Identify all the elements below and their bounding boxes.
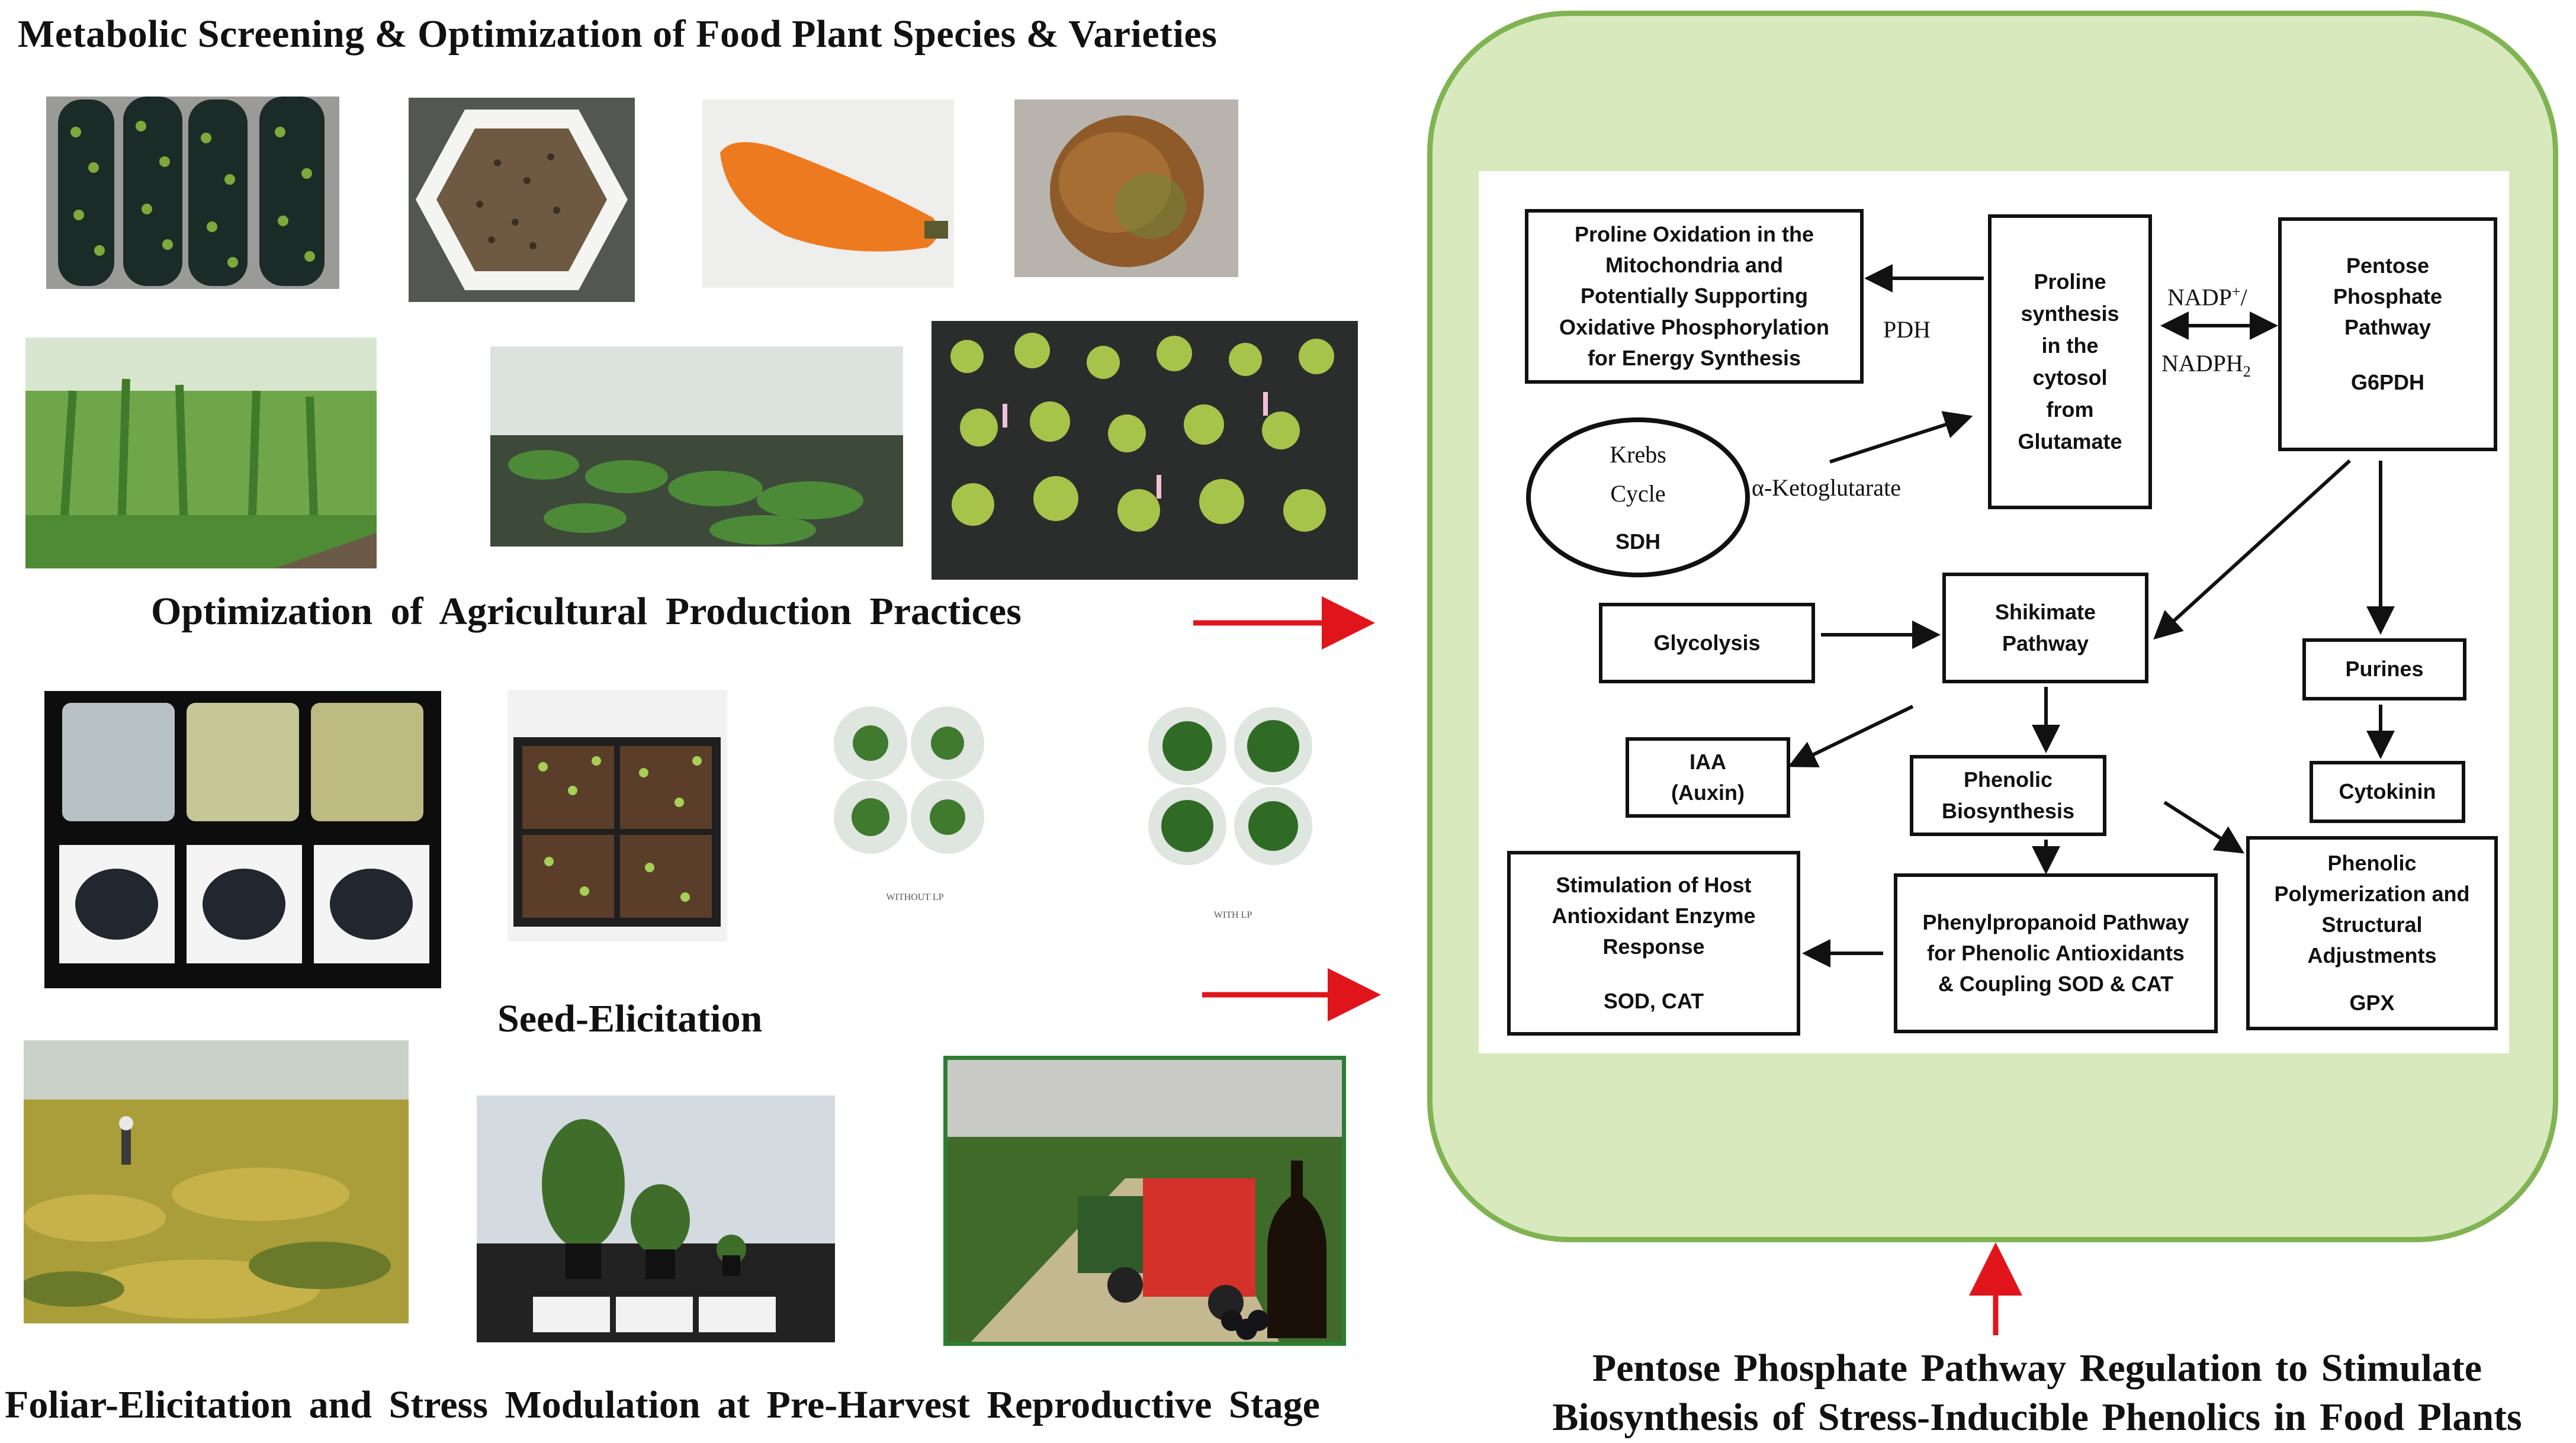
shikimate-line-2: Pathway	[2002, 631, 2089, 655]
nadp-label: NADP+/	[2167, 283, 2247, 311]
cytokinin-box: Cytokinin	[2310, 761, 2465, 823]
polymerization-line-4: Adjustments	[2307, 943, 2437, 968]
greenhouse-photo	[490, 346, 903, 547]
apple-photo	[1014, 99, 1238, 277]
alpha-ketoglutarate-label: α-Ketoglutarate	[1752, 474, 1901, 501]
polymerization-box: Phenolic Polymerization and Structural A…	[2246, 836, 2498, 1030]
polymerization-line-1: Phenolic	[2327, 850, 2417, 875]
iaa-line-2: (Auxin)	[1671, 780, 1745, 805]
krebs-line-1: Krebs	[1610, 441, 1666, 468]
proline-synthesis-box: Proline synthesis in the cytosol from Gl…	[1988, 214, 2152, 509]
iaa-line-1: IAA	[1690, 749, 1726, 774]
seedling-trays-photo	[508, 690, 727, 941]
phenolic-bio-line-2: Biosynthesis	[1941, 798, 2075, 823]
caption-line-2: Biosynthesis of Stress-Inducible Phenoli…	[1552, 1395, 2522, 1439]
stimulation-line-2: Antioxidant Enzyme	[1552, 903, 1756, 928]
vineyard-tractor-photo	[943, 1056, 1346, 1346]
shikimate-box: Shikimate Pathway	[1942, 573, 2148, 683]
proline-synthesis-line-3: in the	[2041, 333, 2099, 358]
field-spraying-photo	[24, 1040, 409, 1323]
seed-heading: Seed-Elicitation	[497, 997, 763, 1040]
glycolysis-box: Glycolysis	[1599, 603, 1815, 683]
foliar-heading: Foliar-Elicitation and Stress Modulation…	[5, 1383, 1320, 1426]
krebs-cycle-circle: Krebs Cycle SDH	[1526, 417, 1750, 577]
proline-synthesis-line-6: Glutamate	[2018, 429, 2122, 454]
with-lp-label: WITH LP	[1214, 910, 1252, 920]
proline-oxidation-line-2: Mitochondria and	[1605, 253, 1783, 278]
proline-synthesis-line-1: Proline	[2034, 269, 2106, 294]
caption-line-1: Pentose Phosphate Pathway Regulation to …	[1592, 1346, 2482, 1390]
glycolysis-label: Glycolysis	[1653, 630, 1761, 655]
corn-cobs-photo	[46, 97, 339, 289]
agri-heading: Optimization of Agricultural Production …	[151, 590, 1022, 633]
ppp-line-3: Pathway	[2344, 315, 2432, 340]
polymerization-line-2: Polymerization and	[2274, 881, 2470, 906]
panel-caption: Pentose Phosphate Pathway Regulation to …	[1504, 1344, 2570, 1442]
ppp-line-2: Phosphate	[2333, 284, 2443, 309]
nadph-label: NADPH2	[2161, 349, 2251, 381]
without-lp-label: WITHOUT LP	[886, 892, 943, 902]
nadp-text: NADP	[2167, 284, 2232, 311]
petri-plates-with-lp-photo: WITH LP	[1134, 702, 1332, 930]
purines-box: Purines	[2302, 638, 2466, 700]
phenolic-biosynthesis-box: Phenolic Biosynthesis	[1910, 755, 2106, 836]
sod-cat-label: SOD, CAT	[1603, 989, 1704, 1014]
potted-plants-greenhouse-photo	[477, 1095, 835, 1342]
phenolic-bio-line-1: Phenolic	[1963, 767, 2053, 792]
stimulation-line-1: Stimulation of Host	[1556, 872, 1752, 897]
gpx-label: GPX	[2349, 991, 2395, 1015]
nadph-subscript: 2	[2243, 363, 2251, 380]
phenylpropanoid-line-1: Phenylpropanoid Pathway	[1922, 909, 2189, 934]
shikimate-line-1: Shikimate	[1994, 600, 2096, 625]
ppp-line-1: Pentose	[2346, 253, 2430, 278]
g6pdh-label: G6PDH	[2350, 369, 2425, 394]
beakers-and-seeds-photo	[44, 691, 441, 988]
proline-oxidation-box: Proline Oxidation in the Mitochondria an…	[1525, 209, 1864, 384]
phenylpropanoid-line-3: & Coupling SOD & CAT	[1938, 972, 2174, 997]
stimulation-box: Stimulation of Host Antioxidant Enzyme R…	[1507, 851, 1800, 1036]
squash-photo	[702, 99, 954, 288]
proline-synthesis-line-2: synthesis	[2021, 301, 2119, 326]
phenylpropanoid-line-2: for Phenolic Antioxidants	[1927, 940, 2185, 965]
proline-synthesis-line-5: from	[2046, 397, 2094, 422]
krebs-line-2: Cycle	[1610, 480, 1666, 507]
pdh-label: PDH	[1883, 316, 1931, 343]
polymerization-line-3: Structural	[2321, 912, 2423, 937]
nadp-slash: /	[2240, 284, 2247, 311]
proline-oxidation-line-4: Oxidative Phosphorylation	[1559, 314, 1830, 339]
purines-label: Purines	[2345, 657, 2424, 682]
iaa-box: IAA (Auxin)	[1626, 737, 1790, 818]
sdh-label: SDH	[1615, 529, 1660, 554]
proline-oxidation-line-1: Proline Oxidation in the	[1574, 222, 1814, 247]
potted-seedlings-photo	[932, 321, 1358, 580]
pentose-phosphate-box: Pentose Phosphate Pathway G6PDH	[2278, 217, 2497, 451]
stimulation-line-3: Response	[1602, 934, 1705, 959]
phenylpropanoid-box: Phenylpropanoid Pathway for Phenolic Ant…	[1894, 873, 2218, 1033]
proline-oxidation-line-3: Potentially Supporting	[1581, 284, 1808, 308]
cytokinin-label: Cytokinin	[2339, 779, 2436, 804]
nadph-text: NADPH	[2161, 350, 2243, 377]
proline-oxidation-line-5: for Energy Synthesis	[1587, 345, 1801, 370]
field-crops-photo	[25, 338, 377, 568]
petri-plates-without-lp-photo: WITHOUT LP	[823, 702, 1007, 915]
seeds-hexagon-dish-photo	[409, 98, 635, 302]
proline-synthesis-line-4: cytosol	[2032, 365, 2108, 390]
title-heading: Metabolic Screening & Optimization of Fo…	[18, 12, 1218, 56]
nadp-superscript: +	[2231, 283, 2241, 300]
